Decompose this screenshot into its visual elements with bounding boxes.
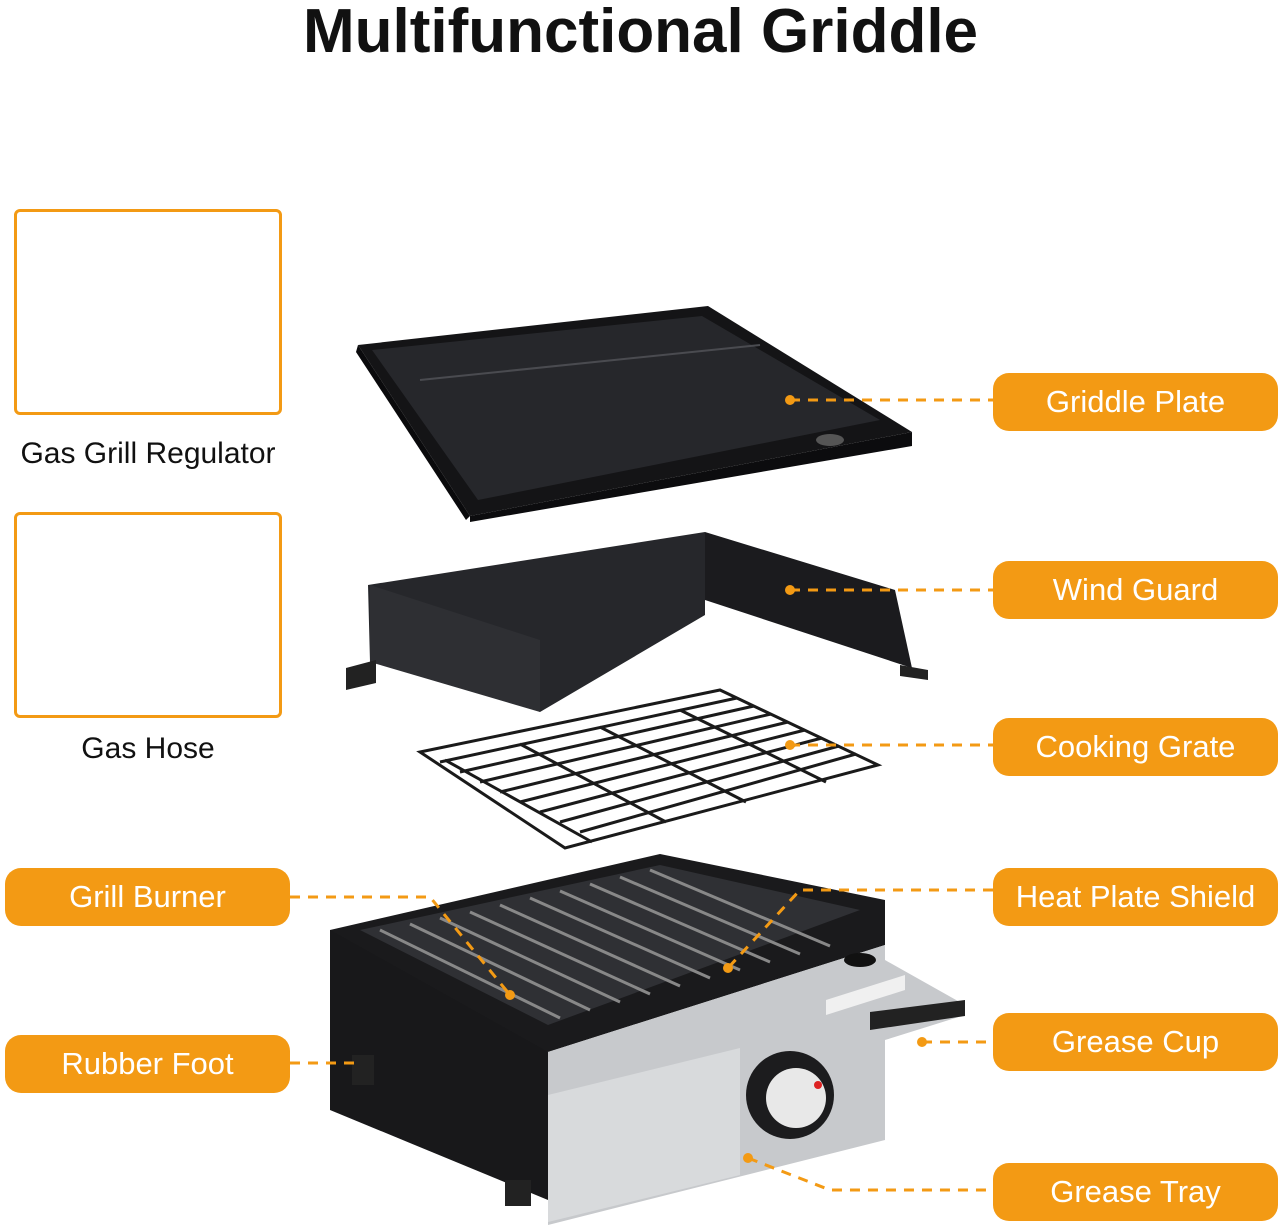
label-wind-guard: Wind Guard — [993, 561, 1278, 619]
regulator-image-box — [14, 209, 282, 415]
hose-caption: Gas Hose — [81, 732, 215, 765]
label-grease-cup: Grease Cup — [993, 1013, 1278, 1071]
leader-lines — [290, 395, 993, 1192]
page-title: Multifunctional Griddle — [302, 0, 979, 66]
label-rubber-foot: Rubber Foot — [5, 1035, 290, 1093]
wind-guard-illustration — [346, 532, 928, 712]
regulator-caption: Gas Grill Regulator — [20, 437, 276, 470]
griddle-plate-illustration — [356, 306, 912, 522]
label-heat-plate-shield: Heat Plate Shield — [993, 868, 1278, 926]
label-grill-burner: Grill Burner — [5, 868, 290, 926]
label-griddle-plate: Griddle Plate — [993, 373, 1278, 431]
hose-image-box — [14, 512, 282, 718]
label-cooking-grate: Cooking Grate — [993, 718, 1278, 776]
label-grease-tray: Grease Tray — [993, 1163, 1278, 1221]
grill-base-illustration — [330, 854, 965, 1225]
cooking-grate-illustration — [416, 688, 883, 850]
